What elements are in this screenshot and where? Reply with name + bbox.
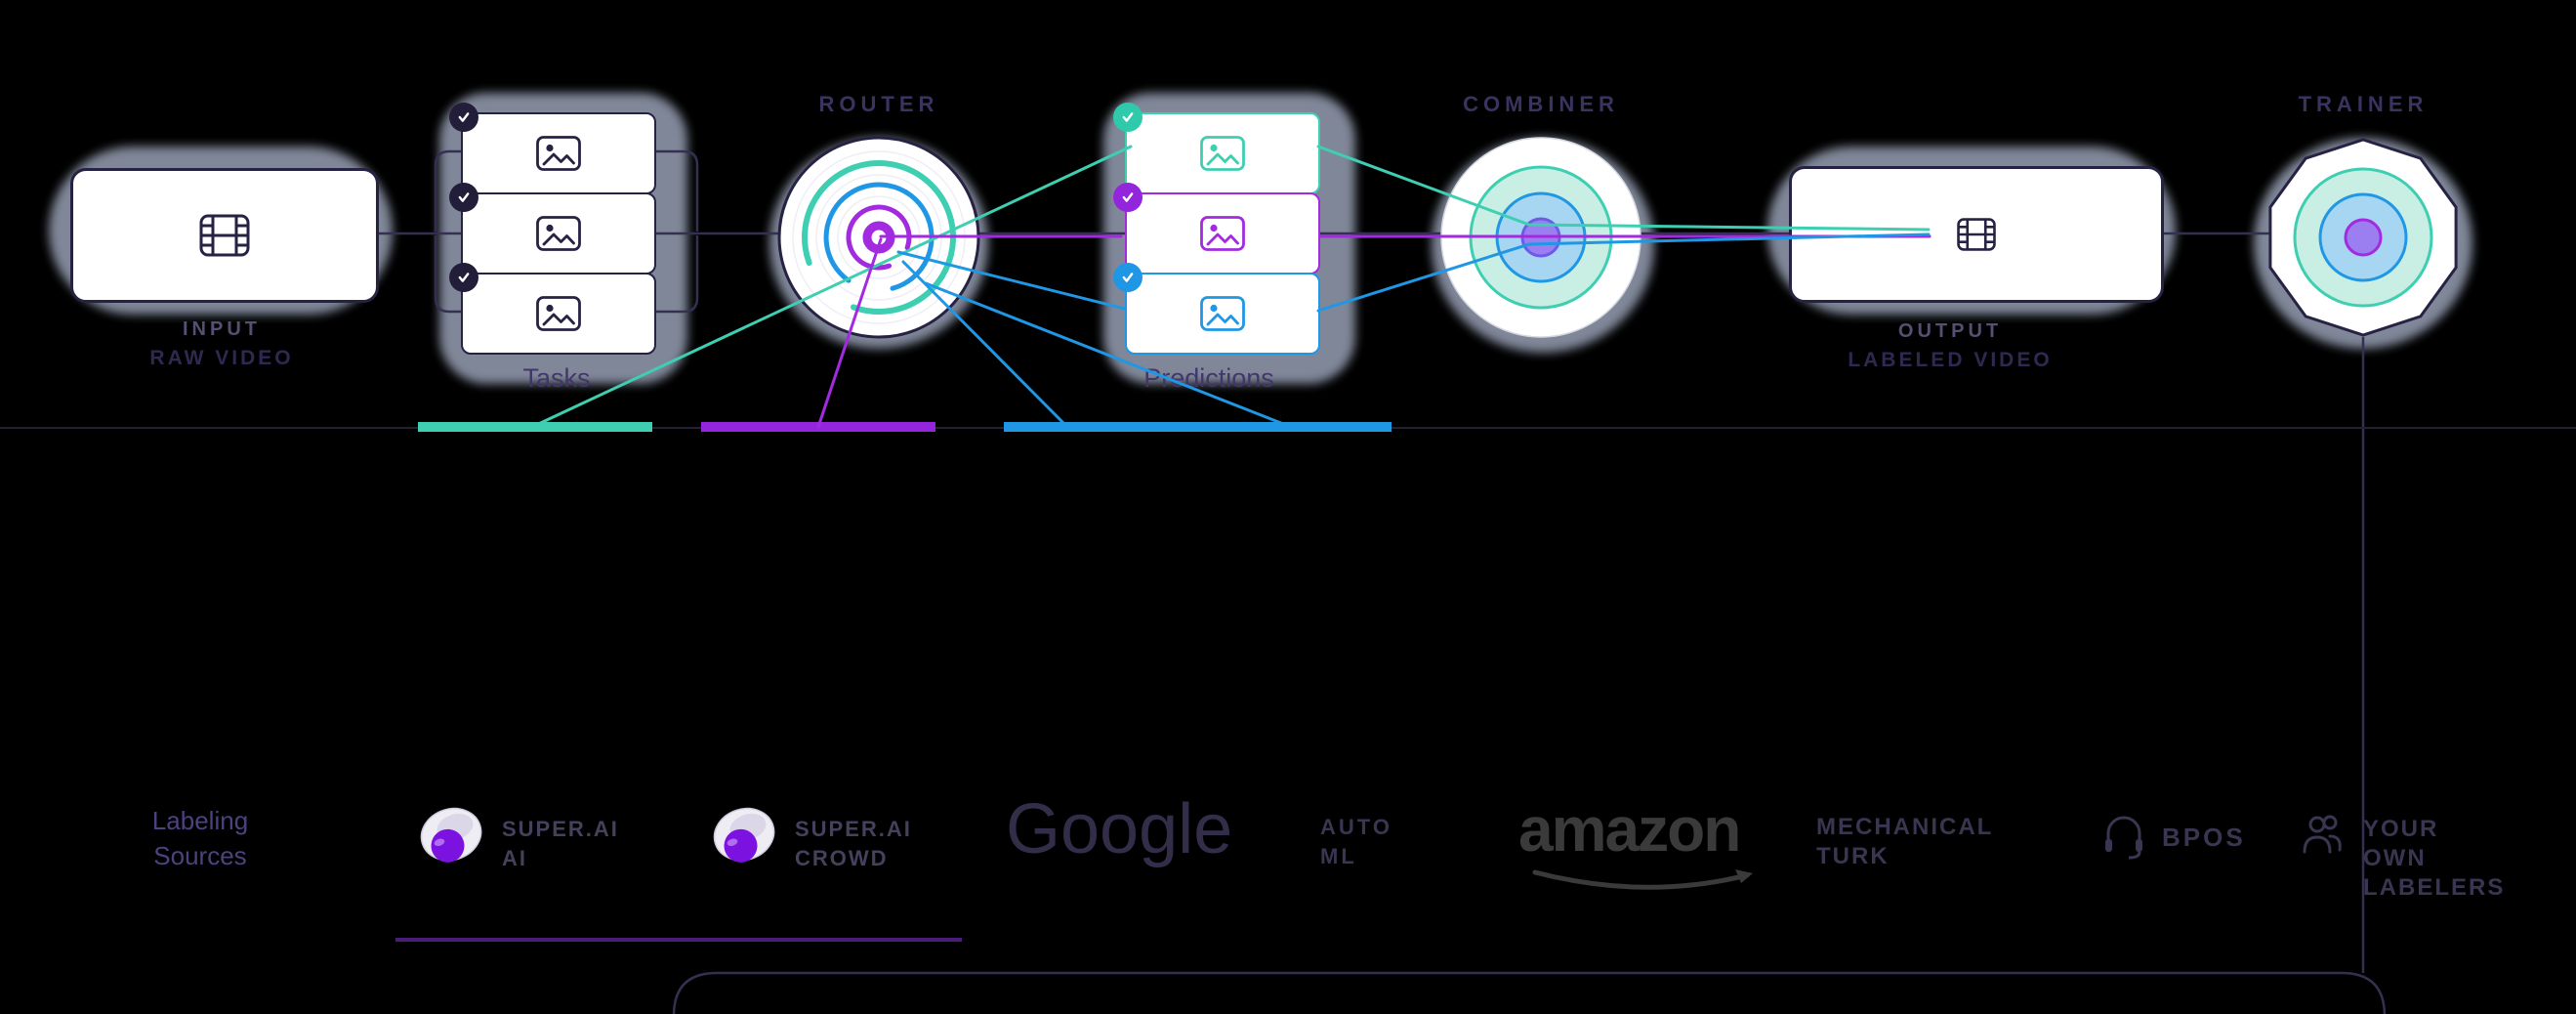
input-subtitle: RAW VIDEO (149, 347, 294, 369)
people-icon (2301, 813, 2349, 856)
film-icon (199, 214, 250, 257)
check-icon (449, 183, 478, 212)
output-labels: OUTPUT LABELED VIDEO (1789, 320, 2111, 372)
route-segment-teal (418, 422, 652, 432)
amazon-mturk-line1: MECHANICAL (1816, 814, 1994, 840)
google-automl-line2: ML (1320, 844, 1357, 868)
superai-logo (408, 793, 496, 881)
image-icon (1200, 136, 1245, 171)
bpos-label: BPOS (2162, 823, 2246, 852)
amazon-logo: amazon (1518, 794, 1741, 865)
own-labelers-line2: LABELERS (2363, 874, 2506, 901)
input-labels: INPUT RAW VIDEO (61, 318, 383, 370)
check-icon (1113, 263, 1143, 292)
trainer-title: TRAINER (2298, 92, 2429, 116)
route-segment-purple (701, 422, 935, 432)
image-icon (1200, 296, 1245, 331)
input-card (70, 168, 379, 303)
check-icon (1113, 103, 1143, 132)
image-icon (536, 296, 581, 331)
google-automl-line1: AUTO (1320, 815, 1392, 839)
task-card (449, 263, 656, 355)
labeling-sources-line1: Labeling (151, 806, 249, 835)
film-icon (1957, 218, 1996, 251)
output-title: OUTPUT (1897, 320, 2003, 342)
combiner-title: COMBINER (1463, 92, 1619, 116)
task-card (449, 183, 656, 275)
image-icon (536, 136, 581, 171)
check-icon (1113, 183, 1143, 212)
image-icon (536, 216, 581, 251)
output-subtitle: LABELED VIDEO (1848, 349, 2053, 371)
router-graphic (775, 134, 982, 341)
labeling-sources-line2: Sources (153, 841, 247, 870)
route-segment-blue (1004, 422, 1392, 432)
predictions-label: Predictions (1143, 363, 1274, 393)
superai-logo (701, 793, 789, 881)
check-icon (449, 263, 478, 292)
superai-crowd-line1: SUPER.AI (795, 817, 912, 841)
input-title: INPUT (183, 318, 261, 340)
superai-ai-line1: SUPER.AI (502, 817, 619, 841)
amazon-mturk-line2: TURK (1816, 843, 1890, 869)
prediction-card (1113, 263, 1320, 355)
check-icon (449, 103, 478, 132)
labeling-sources-heading: Labeling Sources (93, 803, 308, 873)
headset-icon (2101, 813, 2146, 860)
superai-ai-line2: AI (502, 846, 527, 870)
superai-crowd-line2: CROWD (795, 846, 889, 870)
image-icon (1200, 216, 1245, 251)
prediction-card (1113, 103, 1320, 194)
task-card (449, 103, 656, 194)
google-logo: Google (1006, 790, 1233, 868)
tasks-label: Tasks (522, 363, 591, 393)
combiner-graphic (1437, 134, 1644, 341)
output-card (1789, 166, 2164, 303)
prediction-card (1113, 183, 1320, 275)
amazon-smile-icon (1530, 867, 1765, 897)
router-title: ROUTER (818, 92, 939, 116)
own-labelers-line1: YOUR OWN (2363, 816, 2439, 871)
trainer-graphic (2260, 134, 2467, 341)
